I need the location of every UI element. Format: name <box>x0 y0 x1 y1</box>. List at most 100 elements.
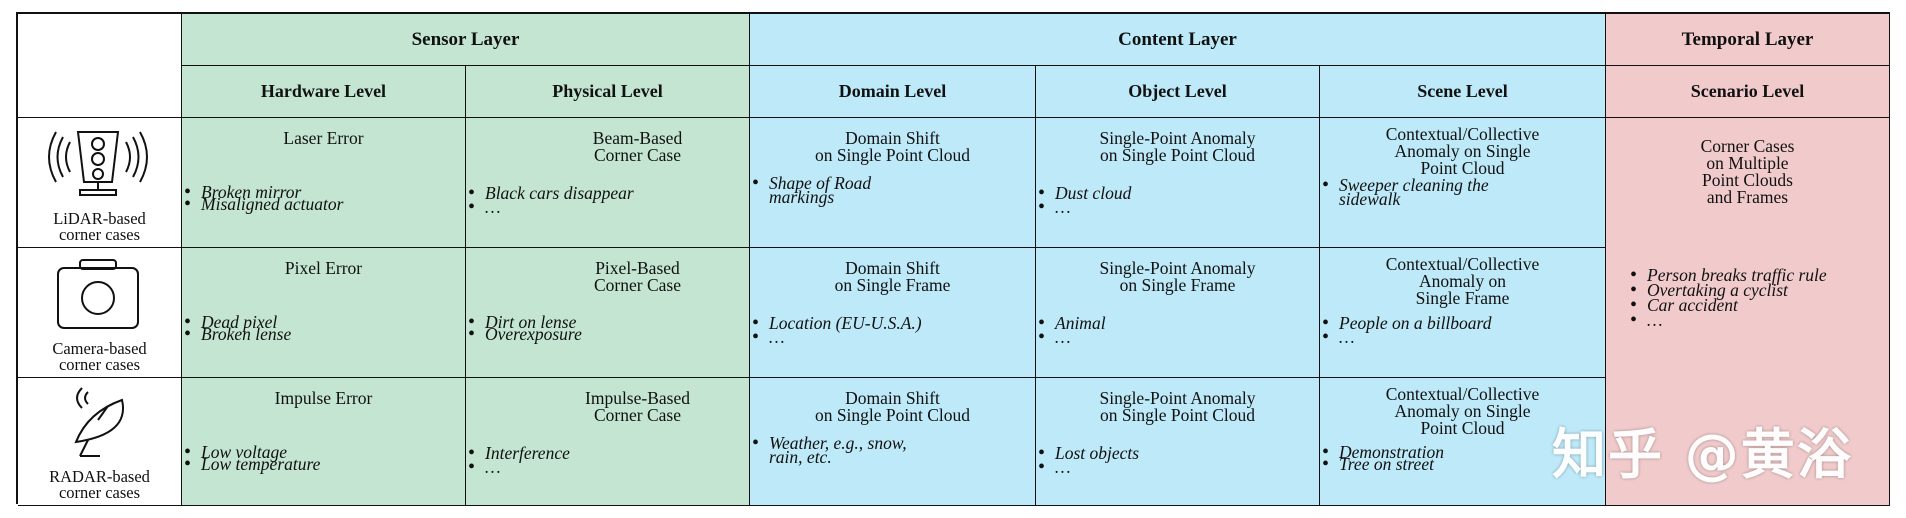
row-label-text: LiDAR-based corner cases <box>18 209 181 243</box>
cell-item-list: Black cars disappear … <box>468 184 745 216</box>
cell-title: Impulse Error <box>182 389 465 407</box>
camera-icon <box>57 259 139 329</box>
list-item: … <box>1322 328 1601 346</box>
radar-physical-cell: Impulse-Based Corner Case Interference … <box>466 378 750 506</box>
cell-item-list: Animal … <box>1038 314 1315 346</box>
physical-level-header: Physical Level <box>466 66 750 118</box>
row-label-line: LiDAR-based <box>53 209 146 228</box>
cell-title-line: Corner Cases <box>1700 136 1795 156</box>
list-item: Dust cloud <box>1038 184 1315 202</box>
cell-item-list: Sweeper cleaning the sidewalk <box>1322 176 1505 208</box>
camera-object-cell: Single-Point Anomaly on Single Frame Ani… <box>1036 248 1320 378</box>
cell-title-line: Corner Case <box>594 145 681 165</box>
list-item: People on a billboard <box>1322 314 1601 332</box>
cell-title-line: Corner Case <box>594 275 681 295</box>
cell-title-line: Corner Case <box>594 405 681 425</box>
cell-item-list: Low voltage Low temperature <box>184 443 461 473</box>
list-item: Broken lense <box>184 325 461 343</box>
list-item: Overexposure <box>468 325 745 343</box>
cell-title-line: Point Clouds <box>1702 170 1793 190</box>
cell-item-list: People on a billboard … <box>1322 314 1601 346</box>
list-item: … <box>468 198 745 216</box>
list-item: … <box>1038 328 1315 346</box>
cell-title-line: on Single Point Cloud <box>814 145 971 165</box>
cell-title-line: on Multiple <box>1706 153 1789 173</box>
cell-title-line: Pixel Error <box>284 258 363 278</box>
row-label-lidar: LiDAR-based corner cases <box>18 118 182 248</box>
cell-title: Single-Point Anomaly on Single Frame <box>1036 258 1319 295</box>
cell-title-line: Laser Error <box>283 128 364 148</box>
cell-item-list: Dirt on lense Overexposure <box>468 313 745 343</box>
row-label-line: Camera-based <box>52 339 147 358</box>
lidar-sensor-icon <box>48 131 148 196</box>
hardware-level-header: Hardware Level <box>182 66 466 118</box>
list-item: Black cars disappear <box>468 184 745 202</box>
cell-item-list: Location (EU-U.S.A.) … <box>752 314 1031 346</box>
cell-title-line: on Single Frame <box>834 275 951 295</box>
scene-level-header: Scene Level <box>1320 66 1606 118</box>
cell-title: Pixel-Based Corner Case <box>526 259 749 295</box>
cell-item-list: Shape of Road markings <box>752 174 915 206</box>
scenario-level-cell: Corner Cases on Multiple Point Clouds an… <box>1606 118 1890 506</box>
list-item: … <box>1038 458 1315 476</box>
lidar-hardware-cell: Laser Error Broken mirror Misaligned act… <box>182 118 466 248</box>
cell-item-list: Broken mirror Misaligned actuator <box>184 183 461 213</box>
cell-title-line: on Single Point Cloud <box>1099 405 1256 425</box>
cell-title-line: Contextual/Collective <box>1385 384 1540 404</box>
temporal-layer-header: Temporal Layer <box>1606 14 1890 66</box>
cell-title-line: Beam-Based <box>592 128 683 148</box>
cell-title: Contextual/Collective Anomaly on Single … <box>1320 254 1605 307</box>
list-item: … <box>1630 311 1849 329</box>
corner-cell <box>18 14 182 118</box>
radar-hardware-cell: Impulse Error Low voltage Low temperatur… <box>182 378 466 506</box>
cell-item-list: Weather, e.g., snow, rain, etc. <box>752 434 935 466</box>
cell-title-line: Single-Point Anomaly <box>1099 388 1256 408</box>
content-layer-header: Content Layer <box>750 14 1606 66</box>
list-item: Misaligned actuator <box>184 195 461 213</box>
list-item: Weather, e.g., snow, rain, etc. <box>752 434 935 466</box>
cell-title: Impulse-Based Corner Case <box>526 389 749 425</box>
object-level-header: Object Level <box>1036 66 1320 118</box>
cell-title: Domain Shift on Single Point Cloud <box>750 128 1035 165</box>
list-item: Lost objects <box>1038 444 1315 462</box>
cell-title-line: Contextual/Collective <box>1385 254 1540 274</box>
cell-title-line: on Single Point Cloud <box>1099 145 1256 165</box>
cell-title-line: Domain Shift <box>845 128 940 148</box>
cell-item-list: Demonstration Tree on street <box>1322 443 1601 473</box>
list-item: Low temperature <box>184 455 461 473</box>
cell-title: Single-Point Anomaly on Single Point Clo… <box>1036 129 1319 165</box>
cell-title: Pixel Error <box>182 258 465 278</box>
watermark: 知乎 @黄浴 <box>1552 423 1853 486</box>
cell-title-line: Point Cloud <box>1420 418 1505 438</box>
cell-title-line: Anomaly on <box>1418 271 1506 291</box>
sensor-layer-header: Sensor Layer <box>182 14 750 66</box>
cell-title: Laser Error <box>182 128 465 148</box>
cell-title: Domain Shift on Single Frame <box>750 258 1035 295</box>
scenario-level-header: Scenario Level <box>1606 66 1890 118</box>
corner-case-taxonomy-table: Sensor Layer Content Layer Temporal Laye… <box>16 12 1890 506</box>
cell-item-list: Lost objects … <box>1038 444 1315 476</box>
cell-title: Domain Shift on Single Point Cloud <box>750 389 1035 425</box>
lidar-physical-cell: Beam-Based Corner Case Black cars disapp… <box>466 118 750 248</box>
cell-title-line: Point Cloud <box>1420 158 1505 178</box>
cell-title-line: and Frames <box>1706 187 1789 207</box>
cell-item-list: Person breaks traffic rule Overtaking a … <box>1630 266 1849 329</box>
row-label-camera: Camera-based corner cases <box>18 248 182 378</box>
row-label-text: RADAR-based corner cases <box>18 468 181 501</box>
cell-title-line: Contextual/Collective <box>1385 124 1540 144</box>
list-item: Car accident <box>1630 296 1849 314</box>
list-item: … <box>468 458 745 476</box>
row-label-text: Camera-based corner cases <box>18 339 181 373</box>
cell-title-line: Single-Point Anomaly <box>1099 258 1256 278</box>
cell-item-list: Interference … <box>468 444 745 476</box>
list-item: … <box>1038 198 1315 216</box>
cell-title: Contextual/Collective Anomaly on Single … <box>1320 384 1605 438</box>
camera-hardware-cell: Pixel Error Dead pixel Broken lense <box>182 248 466 378</box>
cell-title-line: on Single Frame <box>1119 275 1236 295</box>
cell-title-line: Anomaly on Single <box>1394 401 1531 421</box>
radar-dish-icon <box>74 387 125 457</box>
cell-title-line: Domain Shift <box>845 258 940 278</box>
cell-title: Single-Point Anomaly on Single Point Clo… <box>1036 388 1319 425</box>
lidar-object-cell: Single-Point Anomaly on Single Point Clo… <box>1036 118 1320 248</box>
cell-title-line: on Single Point Cloud <box>814 405 971 425</box>
